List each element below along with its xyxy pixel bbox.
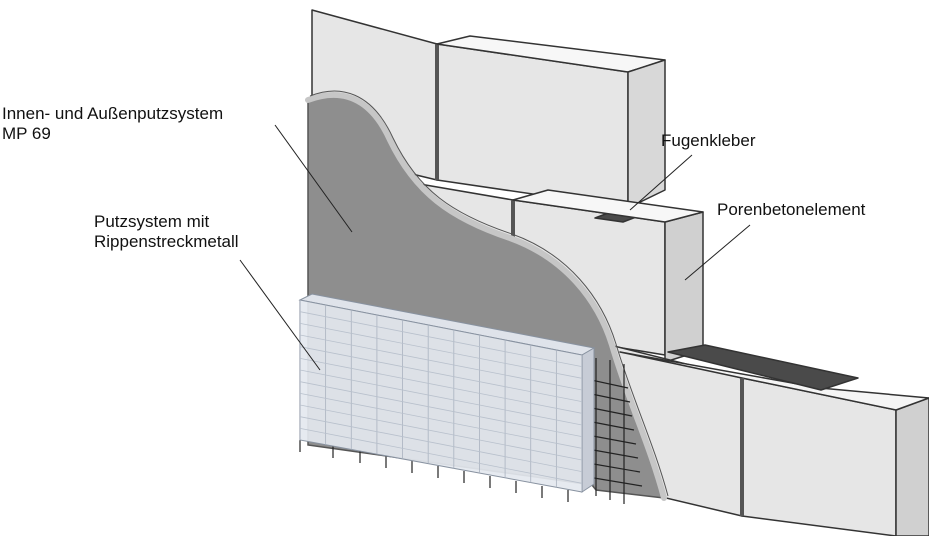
label-innen-line2: MP 69 <box>2 124 51 143</box>
mesh-strand <box>300 311 582 368</box>
label-fugenkleber: Fugenkleber <box>661 131 756 150</box>
label-innen-line1: Innen- und Außenputzsystem <box>2 104 224 123</box>
mesh-grid <box>300 300 582 492</box>
fugenkleber-band-lower <box>667 344 859 391</box>
mesh-strand <box>300 416 582 473</box>
leader-innen <box>274 124 353 233</box>
label-putzsystem: Putzsystem mit Rippenstreckmetall <box>94 212 239 252</box>
porenbetonelement-side <box>664 211 704 363</box>
mesh-strand <box>300 369 582 426</box>
mesh-strand <box>300 357 582 414</box>
block-top-right-side <box>627 59 666 209</box>
rippenstreckmetall-mesh <box>298 293 596 493</box>
leader-lines <box>239 124 751 371</box>
mesh-strand <box>300 404 582 461</box>
leader-fugen <box>629 154 693 211</box>
plaster-edge <box>305 91 667 501</box>
block-bottom-side <box>895 397 929 536</box>
mesh-strand <box>300 427 582 484</box>
leader-poren <box>684 224 751 281</box>
mesh-strand <box>300 346 582 403</box>
mesh-strand <box>300 334 582 391</box>
label-innen-aussenputz: Innen- und Außenputzsystem MP 69 <box>2 104 223 144</box>
mesh-strand <box>300 322 582 379</box>
label-porenbetonelement: Porenbetonelement <box>717 200 866 219</box>
label-putz-line2: Rippenstreckmetall <box>94 232 239 251</box>
mesh-side-edge <box>581 347 595 493</box>
mesh-strand <box>300 392 582 449</box>
leader-putz <box>239 259 321 371</box>
plaster-edge-outline <box>309 90 669 497</box>
middle-top-surface <box>512 189 704 223</box>
label-putz-line1: Putzsystem mit <box>94 212 210 231</box>
mesh-strand <box>300 381 582 438</box>
block-top-right-front <box>436 43 629 209</box>
